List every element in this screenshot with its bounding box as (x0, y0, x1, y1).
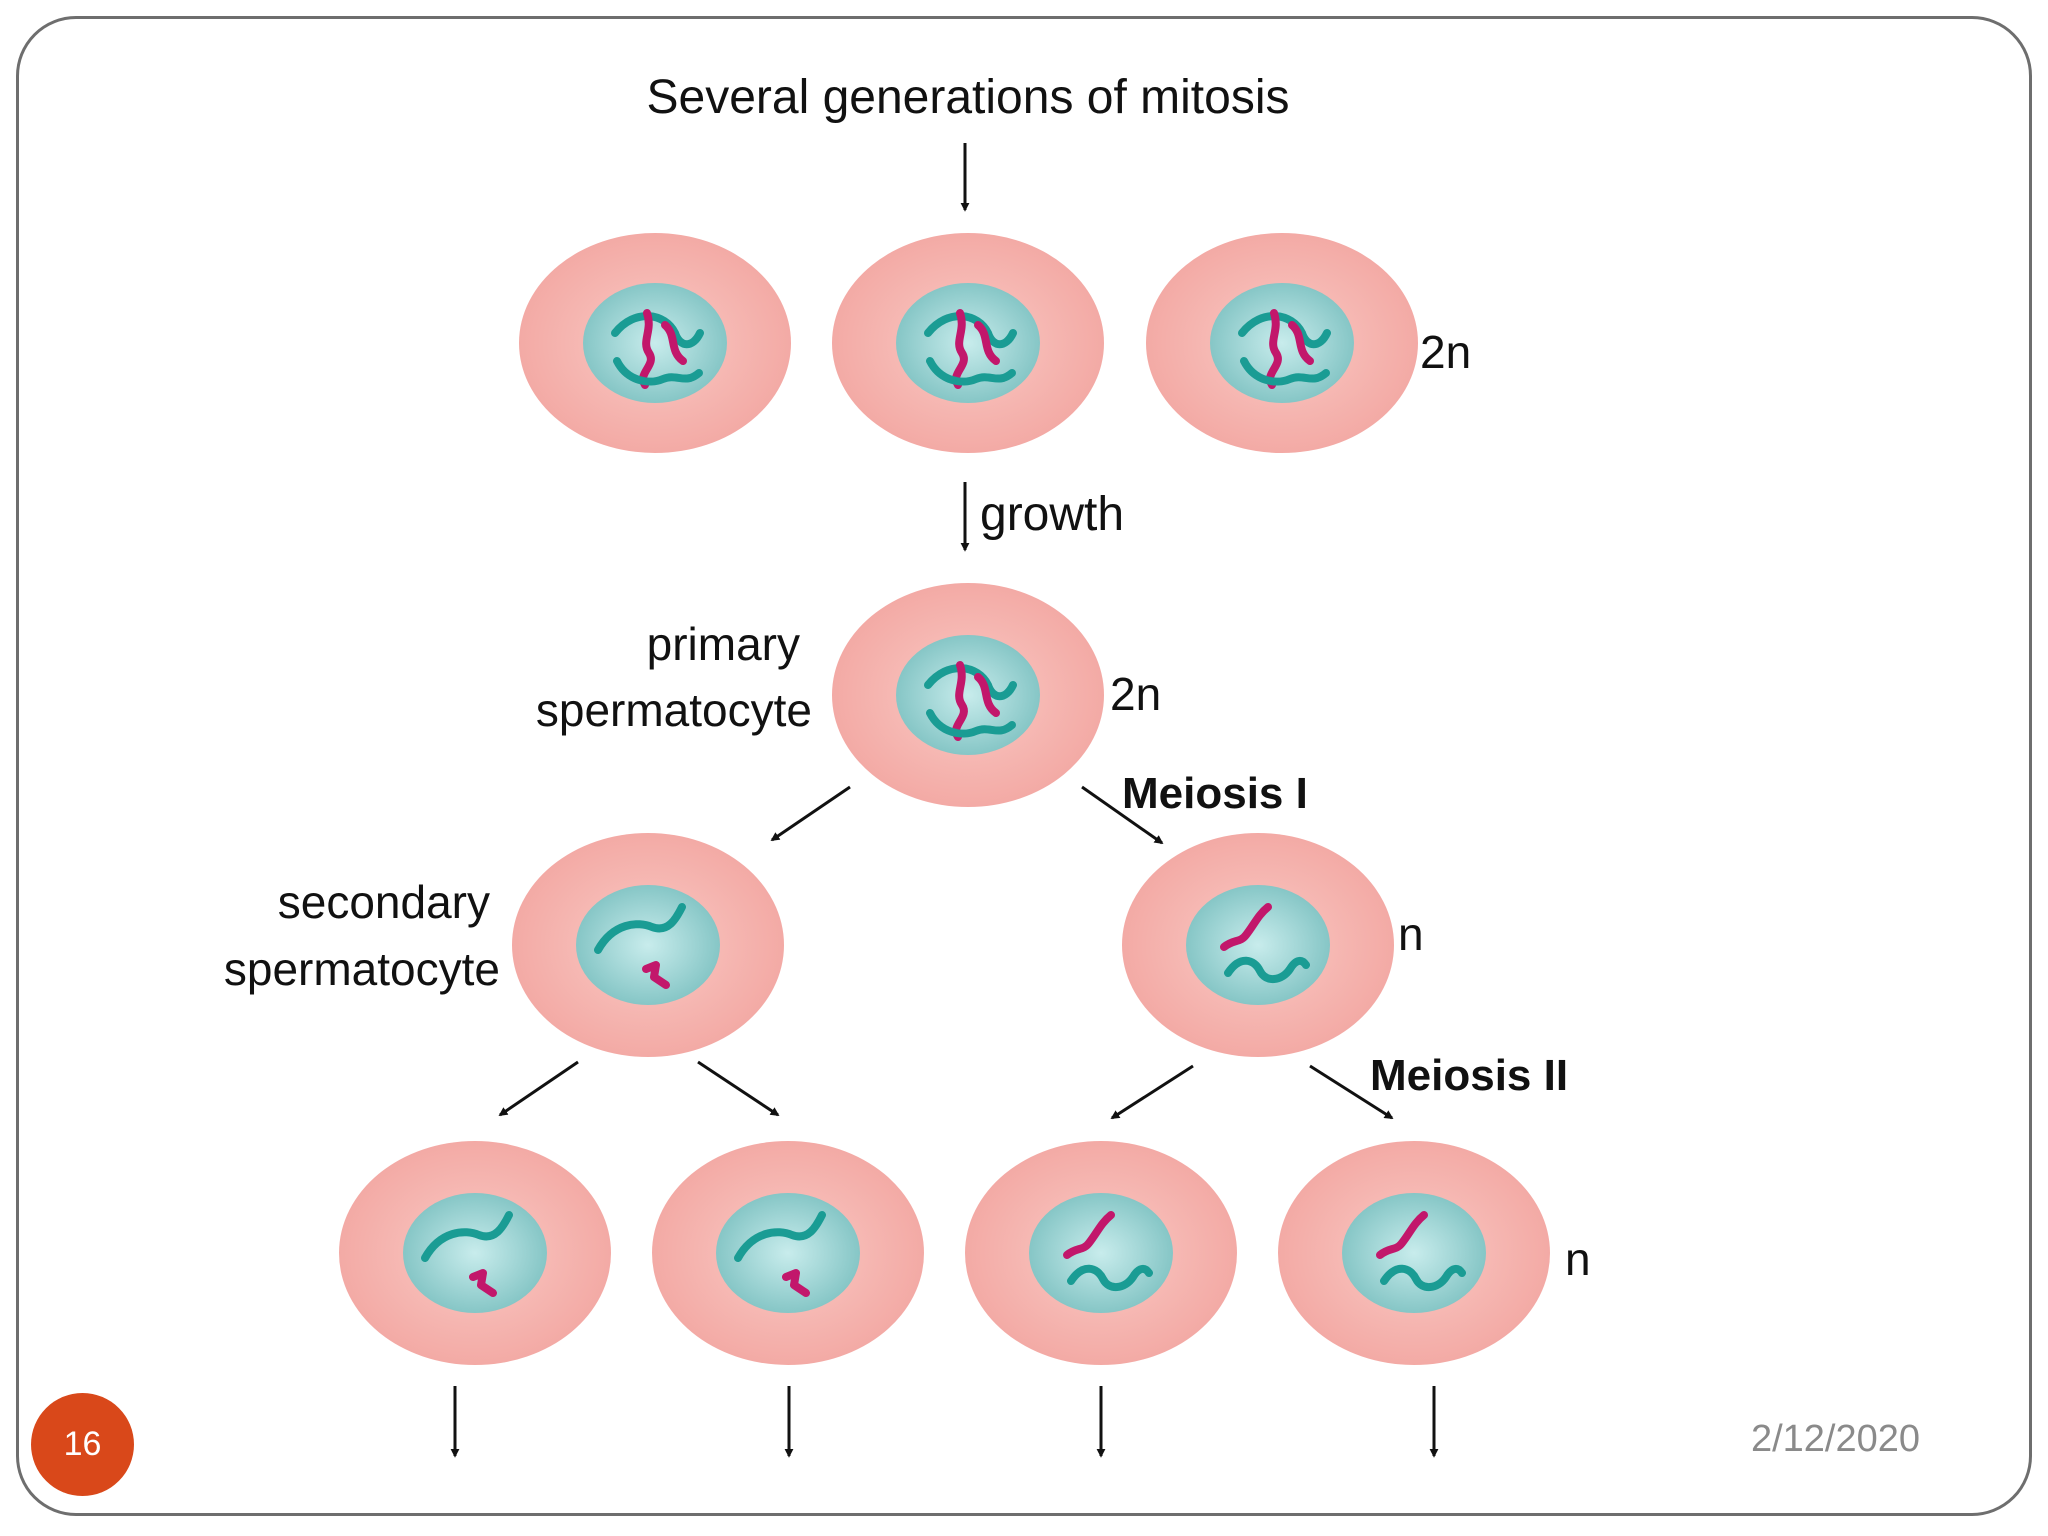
spermatid-cell-3 (965, 1141, 1237, 1365)
slide-date: 2/12/2020 (1750, 1418, 1920, 1460)
growth-label: growth (980, 488, 1124, 541)
spermatid-cell-2 (652, 1141, 924, 1365)
ploidy-label-primary: 2n (1110, 668, 1161, 720)
secondary-spermatocyte-cell-left (512, 833, 784, 1057)
primary-label-line2: spermatocyte (536, 684, 812, 736)
ploidy-label-row1: 2n (1420, 326, 1471, 378)
secondary-label-line1: secondary (278, 876, 490, 928)
spermatogonium-cell-3 (1146, 233, 1418, 453)
secondary-label-line2: spermatocyte (224, 943, 500, 995)
ploidy-label-secondary: n (1398, 908, 1424, 960)
ploidy-label-final: n (1565, 1233, 1591, 1285)
spermatogonium-cell-2 (832, 233, 1104, 453)
spermatid-cell-4 (1278, 1141, 1550, 1365)
meiosis2-arrow-1 (498, 1060, 579, 1117)
meiosis2-arrow-4 (1309, 1064, 1394, 1120)
spermatid-cell-1 (339, 1141, 611, 1365)
meiosis2-arrow-2 (697, 1060, 780, 1117)
meiosis1-arrow-left (770, 785, 851, 842)
meiosis2-label: Meiosis II (1370, 1051, 1568, 1100)
meiosis2-arrow-3 (1110, 1064, 1194, 1120)
primary-label-line1: primary (647, 618, 800, 670)
diagram-title: Several generations of mitosis (647, 71, 1290, 124)
secondary-spermatocyte-cell-right (1122, 833, 1394, 1057)
meiosis1-label: Meiosis I (1122, 769, 1308, 818)
spermatogonium-cell-1 (519, 233, 791, 453)
primary-spermatocyte-cell (832, 583, 1104, 807)
meiosis1-arrow-right (1081, 785, 1164, 845)
slide-number-badge: 16 (31, 1393, 134, 1496)
